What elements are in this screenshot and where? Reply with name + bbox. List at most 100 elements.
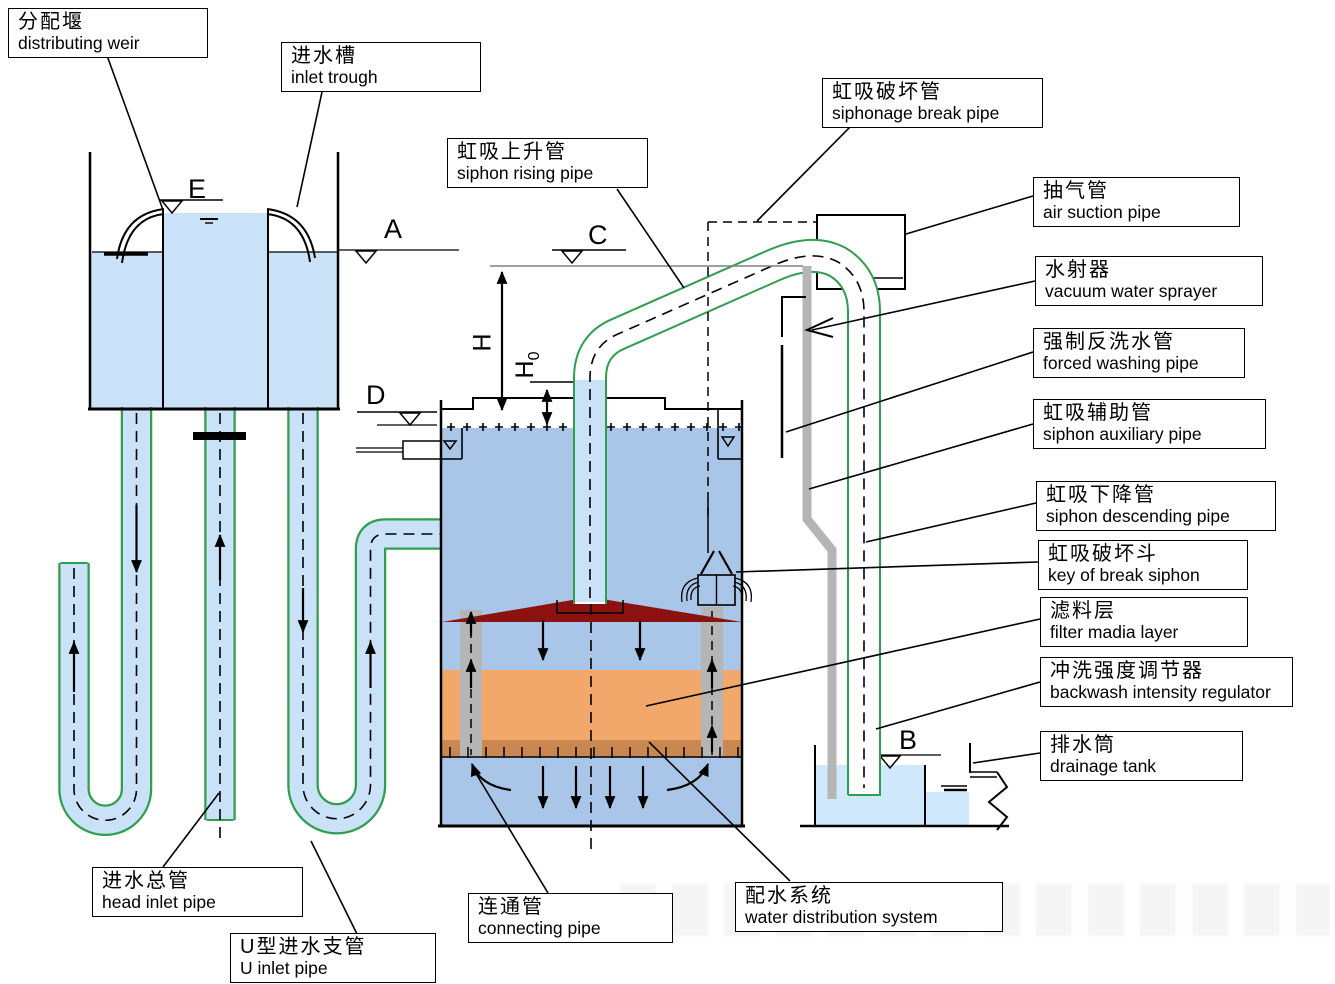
tank-right-corner-chamber <box>717 409 742 460</box>
level-mark-D <box>357 411 437 427</box>
label-u-inlet-pipe: U型进水支管 U inlet pipe <box>230 933 436 983</box>
label-filter-media-layer: 滤料层 filter madia layer <box>1040 597 1248 647</box>
cone-bracket <box>556 600 624 614</box>
label-head-inlet-pipe: 进水总管 head inlet pipe <box>92 867 303 917</box>
weir-right-water <box>269 252 337 409</box>
inlet-pipes <box>58 407 575 845</box>
leader-connecting-pipe <box>471 766 549 894</box>
vacuum-water-sprayer <box>780 296 834 458</box>
leader-u-inlet-pipe <box>310 840 358 935</box>
level-letter-C: C <box>588 220 608 250</box>
leader-air-suction-pipe <box>905 195 1034 235</box>
label-connecting-pipe-zh: 连通管 <box>478 896 544 918</box>
leader-vacuum-water-sprayer <box>811 280 1036 331</box>
label-forced-washing-pipe: 强制反洗水管 forced washing pipe <box>1033 328 1245 378</box>
level-mark-B <box>876 754 941 770</box>
inlet-trough-water <box>164 213 267 409</box>
tank-top-edge <box>441 397 742 410</box>
deflector-cone <box>442 597 742 622</box>
label-inlet-trough: 进水槽 inlet trough <box>281 42 481 92</box>
leader-inlet-trough <box>296 91 323 208</box>
leader-siphon-auxiliary-pipe <box>808 423 1034 490</box>
leader-forced-washing-pipe <box>785 351 1034 433</box>
leader-drainage-tank <box>972 752 1041 764</box>
label-siphon-rising-pipe: 虹吸上升管 siphon rising pipe <box>447 138 648 188</box>
dimension-label-H: H <box>468 333 497 352</box>
forced-washing-pipe <box>802 266 837 799</box>
label-distributing-weir-en: distributing weir <box>18 32 140 53</box>
label-siphon-rising-pipe-en: siphon rising pipe <box>457 162 594 183</box>
dimension-label-H0: H0 <box>511 345 543 385</box>
label-u-inlet-pipe-en: U inlet pipe <box>240 957 328 978</box>
label-siphon-auxiliary-pipe-en: siphon auxiliary pipe <box>1043 423 1202 444</box>
dimension-label-H0-base: H <box>511 360 539 379</box>
leader-siphon-rising-pipe <box>616 188 685 289</box>
label-water-distribution-system-en: water distribution system <box>745 906 938 927</box>
label-key-of-break-siphon: 虹吸破坏斗 key of break siphon <box>1038 540 1248 590</box>
leader-key-of-break-siphon <box>735 561 1039 573</box>
label-distributing-weir: 分配堰 distributing weir <box>8 8 208 58</box>
label-filter-media-layer-en: filter madia layer <box>1050 621 1179 642</box>
label-drainage-tank-en: drainage tank <box>1050 755 1157 776</box>
label-drainage-tank: 排水筒 drainage tank <box>1040 731 1243 781</box>
label-u-inlet-pipe-zh: U型进水支管 <box>240 936 367 958</box>
curved-flow-arrow-right <box>666 762 710 792</box>
curved-flow-arrow-left <box>470 762 512 792</box>
label-siphon-auxiliary-pipe-zh: 虹吸辅助管 <box>1043 402 1153 424</box>
dimension-H0 <box>530 381 573 426</box>
label-water-distribution-system-zh: 配水系统 <box>745 885 833 907</box>
break-siphon-key <box>680 500 753 606</box>
leader-lines <box>104 49 1041 935</box>
label-siphon-auxiliary-pipe: 虹吸辅助管 siphon auxiliary pipe <box>1033 399 1266 449</box>
leader-head-inlet-pipe <box>162 792 220 868</box>
label-siphon-descending-pipe-zh: 虹吸下降管 <box>1046 484 1156 506</box>
level-letter-E: E <box>188 174 207 204</box>
label-inlet-trough-en: inlet trough <box>291 66 378 87</box>
level-mark-A <box>338 249 459 265</box>
label-key-of-break-siphon-en: key of break siphon <box>1048 564 1200 585</box>
label-key-of-break-siphon-zh: 虹吸破坏斗 <box>1048 543 1158 565</box>
tank-left-corner-chamber <box>356 428 463 460</box>
label-vacuum-water-sprayer-en: vacuum water sprayer <box>1045 280 1218 301</box>
drainage-water-outlet <box>926 792 969 826</box>
label-air-suction-pipe: 抽气管 air suction pipe <box>1033 177 1240 227</box>
u-pipe-left <box>60 407 150 834</box>
weir-arc-right <box>266 208 316 259</box>
level-letter-B: B <box>899 725 918 755</box>
leader-distributing-weir <box>104 49 164 211</box>
label-siphonage-break-pipe-en: siphonage break pipe <box>832 102 1000 123</box>
weir-left-water <box>91 252 162 409</box>
label-siphonage-break-pipe-zh: 虹吸破坏管 <box>832 81 942 103</box>
leader-siphonage-break-pipe <box>756 123 854 222</box>
siphonage-break-pipe <box>707 221 818 522</box>
weir-arc-left <box>116 208 165 260</box>
label-siphon-descending-pipe-en: siphon descending pipe <box>1046 505 1230 526</box>
distribution-well <box>88 152 459 410</box>
level-letter-D: D <box>366 380 386 410</box>
label-siphon-descending-pipe: 虹吸下降管 siphon descending pipe <box>1036 481 1276 531</box>
label-filter-media-layer-zh: 滤料层 <box>1050 600 1116 622</box>
label-air-suction-pipe-zh: 抽气管 <box>1043 180 1109 202</box>
level-mark-C <box>552 249 626 265</box>
label-inlet-trough-zh: 进水槽 <box>291 45 357 67</box>
key-horn-right <box>732 577 753 603</box>
leader-filter-media-layer <box>645 618 1041 707</box>
label-forced-washing-pipe-en: forced washing pipe <box>1043 352 1199 373</box>
label-distributing-weir-zh: 分配堰 <box>18 11 84 33</box>
label-head-inlet-pipe-en: head inlet pipe <box>102 891 216 912</box>
label-backwash-intensity-regulator-zh: 冲洗强度调节器 <box>1050 660 1204 682</box>
label-backwash-intensity-regulator: 冲洗强度调节器 backwash intensity regulator <box>1040 657 1293 707</box>
siphon-pipe <box>573 238 881 796</box>
level-mark-E <box>159 199 223 224</box>
label-forced-washing-pipe-zh: 强制反洗水管 <box>1043 331 1175 353</box>
sprayer-nozzle <box>804 317 834 338</box>
label-vacuum-water-sprayer-zh: 水射器 <box>1045 259 1111 281</box>
leader-siphon-descending-pipe <box>865 502 1037 543</box>
dimension-label-H0-sub: 0 <box>526 351 543 361</box>
pipe-break-symbol <box>987 771 1009 831</box>
label-backwash-intensity-regulator-en: backwash intensity regulator <box>1050 681 1271 702</box>
label-vacuum-water-sprayer: 水射器 vacuum water sprayer <box>1035 256 1263 306</box>
label-air-suction-pipe-en: air suction pipe <box>1043 201 1161 222</box>
